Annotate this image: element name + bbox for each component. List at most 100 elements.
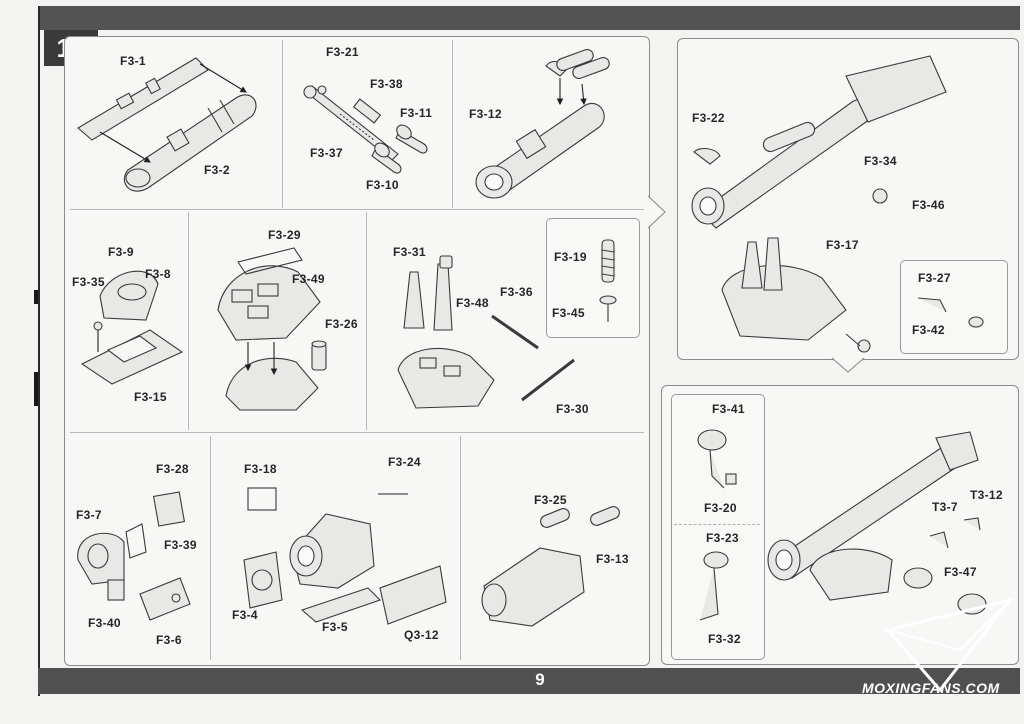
label-f3-31: F3-31 — [393, 245, 426, 259]
label-f3-8: F3-8 — [145, 267, 171, 281]
label-f3-23: F3-23 — [706, 531, 739, 545]
label-f3-10: F3-10 — [366, 178, 399, 192]
pedal-f3-41 — [697, 429, 737, 489]
barrel-half-upper — [77, 57, 209, 141]
post-f3-26 — [311, 340, 327, 371]
gasket-f3-29 — [237, 247, 303, 275]
label-f3-27: F3-27 — [918, 271, 951, 285]
binding-mark — [34, 372, 38, 406]
label-f3-29: F3-29 — [268, 228, 301, 242]
label-f3-12: F3-12 — [469, 107, 502, 121]
col-divider — [188, 212, 189, 430]
breech-f3-7 — [77, 532, 125, 585]
label-f3-32: F3-32 — [708, 632, 741, 646]
block-f3-28 — [152, 491, 186, 527]
label-f3-38: F3-38 — [370, 77, 403, 91]
label-f3-40: F3-40 — [88, 616, 121, 630]
header-bar — [40, 6, 1020, 30]
panel-q3-12 — [379, 565, 447, 625]
part-f3-27 — [917, 297, 984, 328]
label-f3-41: F3-41 — [712, 402, 745, 416]
assembly-f3-13 — [481, 506, 620, 627]
label-f3-21: F3-21 — [326, 45, 359, 59]
label-f3-22: F3-22 — [692, 111, 725, 125]
label-f3-37: F3-37 — [310, 146, 343, 160]
label-f3-28: F3-28 — [156, 462, 189, 476]
inset-divider — [674, 524, 760, 525]
main-gun-assembly-top — [691, 55, 947, 353]
label-f3-6: F3-6 — [156, 633, 182, 647]
main-gun-assembly-bottom — [767, 431, 987, 615]
barrel-assembly-f3-12 — [475, 49, 610, 199]
label-f3-20: F3-20 — [704, 501, 737, 515]
label-f3-15: F3-15 — [134, 390, 167, 404]
inset-panel-f3-27 — [900, 260, 1008, 354]
gasket-f3-39 — [125, 523, 147, 559]
label-f3-46: F3-46 — [912, 198, 945, 212]
bracket-f3-18 — [247, 487, 277, 511]
label-f3-45: F3-45 — [552, 306, 585, 320]
label-f3-2: F3-2 — [204, 163, 230, 177]
cylinder-f3-11 — [395, 124, 428, 154]
inset-panel-spring — [546, 218, 640, 338]
row-divider — [70, 209, 644, 210]
label-f3-49: F3-49 — [292, 272, 325, 286]
spring-rod-f3-30 — [521, 358, 575, 402]
label-q3-12: Q3-12 — [404, 628, 439, 642]
label-f3-42: F3-42 — [912, 323, 945, 337]
label-f3-5: F3-5 — [322, 620, 348, 634]
plate-f3-9 — [99, 270, 159, 321]
housing-f3-18 — [289, 513, 375, 589]
pedal-f3-23 — [699, 551, 729, 621]
label-f3-18: F3-18 — [244, 462, 277, 476]
label-f3-13: F3-13 — [596, 552, 629, 566]
plate-f3-40 — [107, 579, 125, 601]
col-divider — [460, 436, 461, 660]
label-f3-24: F3-24 — [388, 455, 421, 469]
label-f3-26: F3-26 — [325, 317, 358, 331]
label-f3-4: F3-4 — [232, 608, 258, 622]
row-divider — [70, 432, 644, 433]
barrel-half-lower — [123, 94, 257, 192]
flow-pointer-icon — [831, 357, 865, 373]
binding-mark — [34, 290, 38, 304]
label-f3-25: F3-25 — [534, 493, 567, 507]
watermark-text: MOXINGFANS.COM — [862, 680, 1000, 696]
label-f3-35: F3-35 — [72, 275, 105, 289]
label-f3-48: F3-48 — [456, 296, 489, 310]
page-spine — [38, 6, 40, 696]
plate-f3-15 — [80, 329, 184, 385]
label-f3-7: F3-7 — [76, 508, 102, 522]
label-t3-7: T3-7 — [932, 500, 958, 514]
col-divider — [452, 40, 453, 208]
plate-f3-4 — [243, 551, 283, 609]
label-f3-1: F3-1 — [120, 54, 146, 68]
col-divider — [366, 212, 367, 430]
label-f3-30: F3-30 — [556, 402, 589, 416]
housing-f3-31 — [397, 255, 495, 409]
footer-bar — [38, 668, 1020, 694]
page-number: 9 — [535, 670, 545, 689]
rod-assembly — [303, 85, 399, 161]
block-f3-6 — [139, 577, 191, 621]
label-f3-34: F3-34 — [864, 154, 897, 168]
col-divider — [282, 40, 283, 208]
label-f3-9: F3-9 — [108, 245, 134, 259]
col-divider — [210, 436, 211, 660]
frame-lower — [225, 357, 319, 411]
flow-pointer-icon — [647, 195, 666, 229]
label-f3-19: F3-19 — [554, 250, 587, 264]
panel-f3-5 — [300, 587, 382, 623]
spring-f3-19 — [599, 239, 617, 322]
rod-f3-36 — [491, 314, 539, 350]
label-f3-17: F3-17 — [826, 238, 859, 252]
label-f3-39: F3-39 — [164, 538, 197, 552]
label-f3-11: F3-11 — [400, 106, 433, 120]
label-f3-47: F3-47 — [944, 565, 977, 579]
label-f3-36: F3-36 — [500, 285, 533, 299]
cylinder-f3-10 — [371, 142, 402, 174]
frame-f3-49 — [217, 265, 321, 341]
label-t3-12: T3-12 — [970, 488, 1003, 502]
